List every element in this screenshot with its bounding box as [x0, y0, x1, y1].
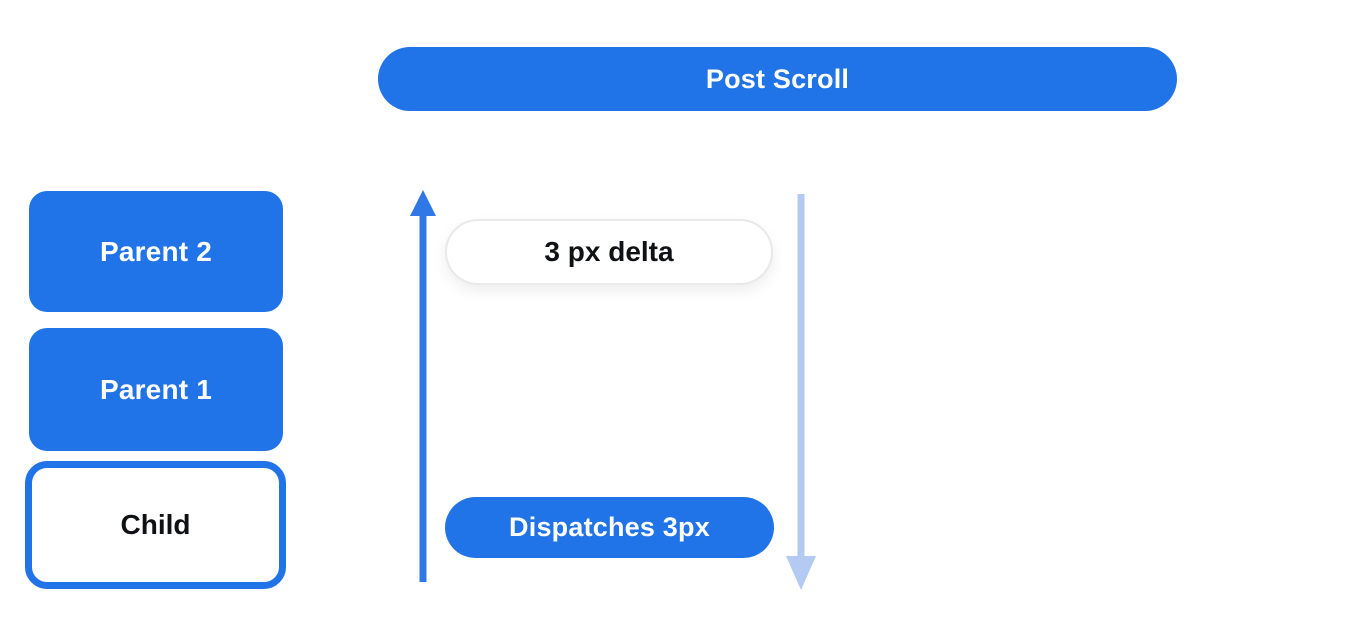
- delta-label: 3 px delta: [544, 236, 674, 267]
- post-scroll-header-label: Post Scroll: [705, 63, 850, 94]
- dispatches-label: Dispatches 3px: [509, 512, 710, 542]
- node-parent-2: Parent 2: [29, 191, 283, 312]
- node-parent-1: Parent 1: [29, 328, 283, 451]
- arrow-up-shaft: [419, 212, 427, 582]
- dispatches-label-pill: Dispatches 3px: [445, 497, 774, 558]
- delta-label-pill: 3 px delta: [445, 219, 773, 285]
- node-parent-2-label: Parent 2: [99, 235, 213, 267]
- arrow-down-head: [786, 556, 816, 590]
- node-child-label: Child: [120, 509, 191, 540]
- arrow-down-icon: [786, 194, 816, 590]
- node-child: Child: [25, 461, 286, 589]
- arrow-up-icon: [410, 190, 436, 582]
- node-parent-1-label: Parent 1: [99, 373, 213, 405]
- arrow-down-shaft: [797, 194, 805, 558]
- arrow-up-head: [410, 190, 436, 216]
- post-scroll-header: Post Scroll: [378, 47, 1177, 111]
